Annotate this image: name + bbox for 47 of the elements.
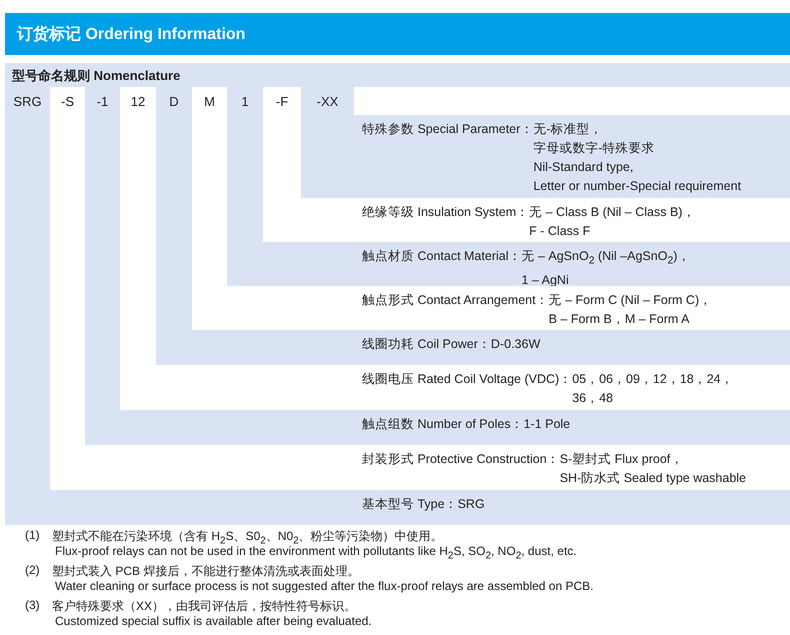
note-text: Flux-proof relays can not be used in the environment with pollutants like H$_{2}$S, SO$_{2}$, NO$_{2}$, dust, etc. xyxy=(55,544,577,562)
option-text: 1 – AgNi xyxy=(521,272,570,288)
row-heading: 特殊参数 Special Parameter： xyxy=(362,121,534,138)
row-heading: 封装形式 Protective Construction： xyxy=(362,451,560,468)
option-text: SRG xyxy=(458,496,485,513)
option-text: D-0.36W xyxy=(490,336,540,353)
code-cell: -1 xyxy=(85,87,120,115)
code-cell: D xyxy=(156,87,192,115)
option-text: B – Form B，M – Form A xyxy=(548,311,690,328)
row-heading: 线圈电压 Rated Coil Voltage (VDC)： xyxy=(362,371,572,388)
option-text: S-塑封式 Flux proof， xyxy=(560,451,684,468)
option-text: 无 – Form C (Nil – Form C)， xyxy=(548,292,712,309)
option-text: Letter or number-Special requirement xyxy=(533,178,742,195)
row-heading: 触点形式 Contact Arrangement： xyxy=(362,292,549,309)
description-row xyxy=(354,115,790,198)
row-heading: 触点材质 Contact Material： xyxy=(362,248,522,265)
option-text: 无-标准型， xyxy=(533,121,604,138)
header-bar: 订货标记 Ordering Information xyxy=(5,13,790,55)
option-text: 无 – AgSnO$_{2}$ (Nil –AgSnO$_{2}$)， xyxy=(521,248,690,268)
option-text: F - Class F xyxy=(529,223,592,240)
note-number: (1) xyxy=(25,528,40,542)
row-heading: 基本型号 Type： xyxy=(362,496,458,513)
description-row xyxy=(354,330,790,365)
option-text: 36，48 xyxy=(572,390,614,407)
section-heading: 型号命名规则 Nomenclature xyxy=(12,67,180,85)
note-text: 客户特殊要求（XX），由我司评估后，按特性符号标识。 xyxy=(52,598,356,615)
option-text: 无 – Class B (Nil – Class B)， xyxy=(529,204,696,221)
row-heading: 触点组数 Number of Poles： xyxy=(362,416,524,433)
row-heading: 线圈功耗 Coil Power： xyxy=(362,336,491,353)
option-text: 1-1 Pole xyxy=(524,416,570,433)
code-cell: 1 xyxy=(227,87,263,115)
description-row xyxy=(354,490,790,525)
description-row xyxy=(354,410,790,445)
row-heading: 绝缘等级 Insulation System： xyxy=(362,204,530,221)
description-row xyxy=(354,242,790,286)
code-cell: SRG xyxy=(5,87,50,115)
note-number: (3) xyxy=(25,598,40,612)
note-text: Water cleaning or surface process is not suggested after the flux-proof relays are assembled on PCB. xyxy=(55,579,594,593)
option-text: 05，06，09，12，18，24， xyxy=(572,371,734,388)
note-text: 塑封式装入 PCB 焊接后，不能进行整体清洗或表面处理。 xyxy=(52,563,360,580)
note-text: Customized special suffix is available after being evaluated. xyxy=(55,614,372,628)
option-text: Nil-Standard type, xyxy=(533,159,634,176)
option-text: 字母或数字-特殊要求 xyxy=(533,140,656,157)
code-cell: -XX xyxy=(301,87,354,115)
note-text: 塑封式不能在污染环境（含有 H$_{2}$S、S0$_{2}$、N0$_{2}$、粉尘等污染物）中使用。 xyxy=(52,528,443,546)
option-text: SH-防水式 Sealed type washable xyxy=(560,470,746,487)
note-number: (2) xyxy=(25,563,40,577)
